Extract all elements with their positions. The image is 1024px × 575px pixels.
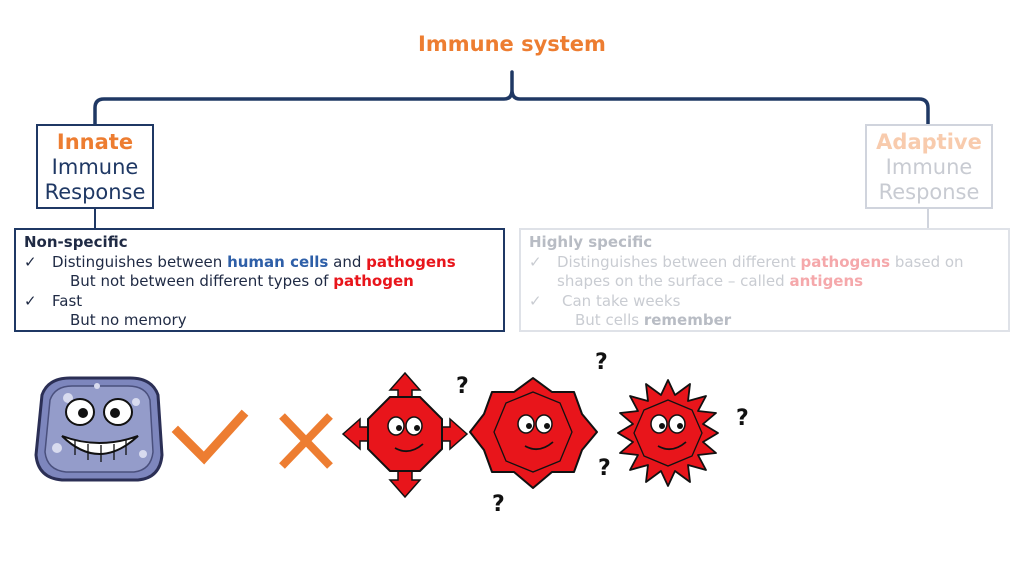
question-mark: ? [736, 406, 749, 431]
innate-item-2-sub: But no memory [70, 311, 187, 329]
adaptive-item-1: ✓ Distinguishes between different pathoge… [529, 253, 1008, 273]
question-mark: ? [598, 456, 611, 481]
innate-line3: Response [44, 180, 146, 204]
innate-panel-heading: Non-specific [24, 233, 128, 251]
check-mark-icon [171, 409, 249, 465]
check-glyph: ✓ [24, 291, 37, 310]
innate-item-2-text: Fast [52, 291, 83, 310]
innate-item-1-mid: and [328, 252, 367, 271]
innate-box: Innate Immune Response [36, 124, 154, 209]
adaptive-item-1-post: based on [890, 252, 964, 271]
adaptive-panel-heading: Highly specific [529, 233, 653, 251]
innate-stem [94, 209, 96, 228]
human-cell-icon [34, 376, 164, 482]
pathogen-spiky-icon [617, 379, 719, 487]
innate-item-1: ✓ Distinguishes between human cells and p… [24, 253, 503, 273]
adaptive-item-2-sub-text: But cells [575, 311, 644, 329]
human-cells-term: human cells [227, 252, 329, 271]
adaptive-line2: Immune [885, 155, 973, 179]
adaptive-item-2-sub: But cells remember [529, 311, 1008, 331]
innate-heading: Innate [56, 130, 134, 154]
check-glyph: ✓ [24, 252, 37, 271]
question-mark: ? [492, 492, 505, 517]
adaptive-box: Adaptive Immune Response [865, 124, 993, 209]
adaptive-item-1-line2: shapes on the surface – called [557, 272, 790, 290]
diagram-title: Immune system [418, 32, 606, 56]
adaptive-panel: Highly specific ✓ Distinguishes between d… [519, 228, 1010, 332]
pathogens-term: pathogens [800, 252, 891, 271]
innate-panel: Non-specific ✓ Distinguishes between huma… [14, 228, 505, 332]
check-glyph: ✓ [529, 291, 542, 310]
antigens-term: antigens [789, 272, 864, 290]
brace-connector [93, 70, 930, 124]
adaptive-line3: Response [878, 180, 980, 204]
innate-item-1-sub-text: But not between different types of [70, 272, 334, 290]
pathogen-term: pathogen [333, 272, 414, 290]
adaptive-item-2-text: Can take weeks [562, 291, 681, 310]
innate-item-2: ✓ Fast [24, 292, 503, 312]
innate-line2: Immune [51, 155, 139, 179]
question-mark: ? [456, 374, 469, 399]
remember-term: remember [643, 311, 732, 329]
adaptive-item-1-cont: shapes on the surface – called antigens [529, 272, 1008, 292]
question-mark: ? [595, 350, 608, 375]
pathogen-arrows-icon [341, 371, 469, 499]
pathogen-wavy-icon [469, 377, 598, 489]
innate-item-1-sub: But not between different types of patho… [24, 272, 503, 292]
adaptive-item-1-text: Distinguishes between different [557, 252, 801, 271]
adaptive-heading: Adaptive [876, 130, 982, 154]
innate-item-1-text: Distinguishes between [52, 252, 228, 271]
adaptive-item-2: ✓ Can take weeks [529, 292, 1008, 312]
adaptive-stem [927, 209, 929, 228]
check-glyph: ✓ [529, 252, 542, 271]
pathogens-term: pathogens [366, 252, 456, 271]
cross-mark-icon [279, 413, 333, 469]
